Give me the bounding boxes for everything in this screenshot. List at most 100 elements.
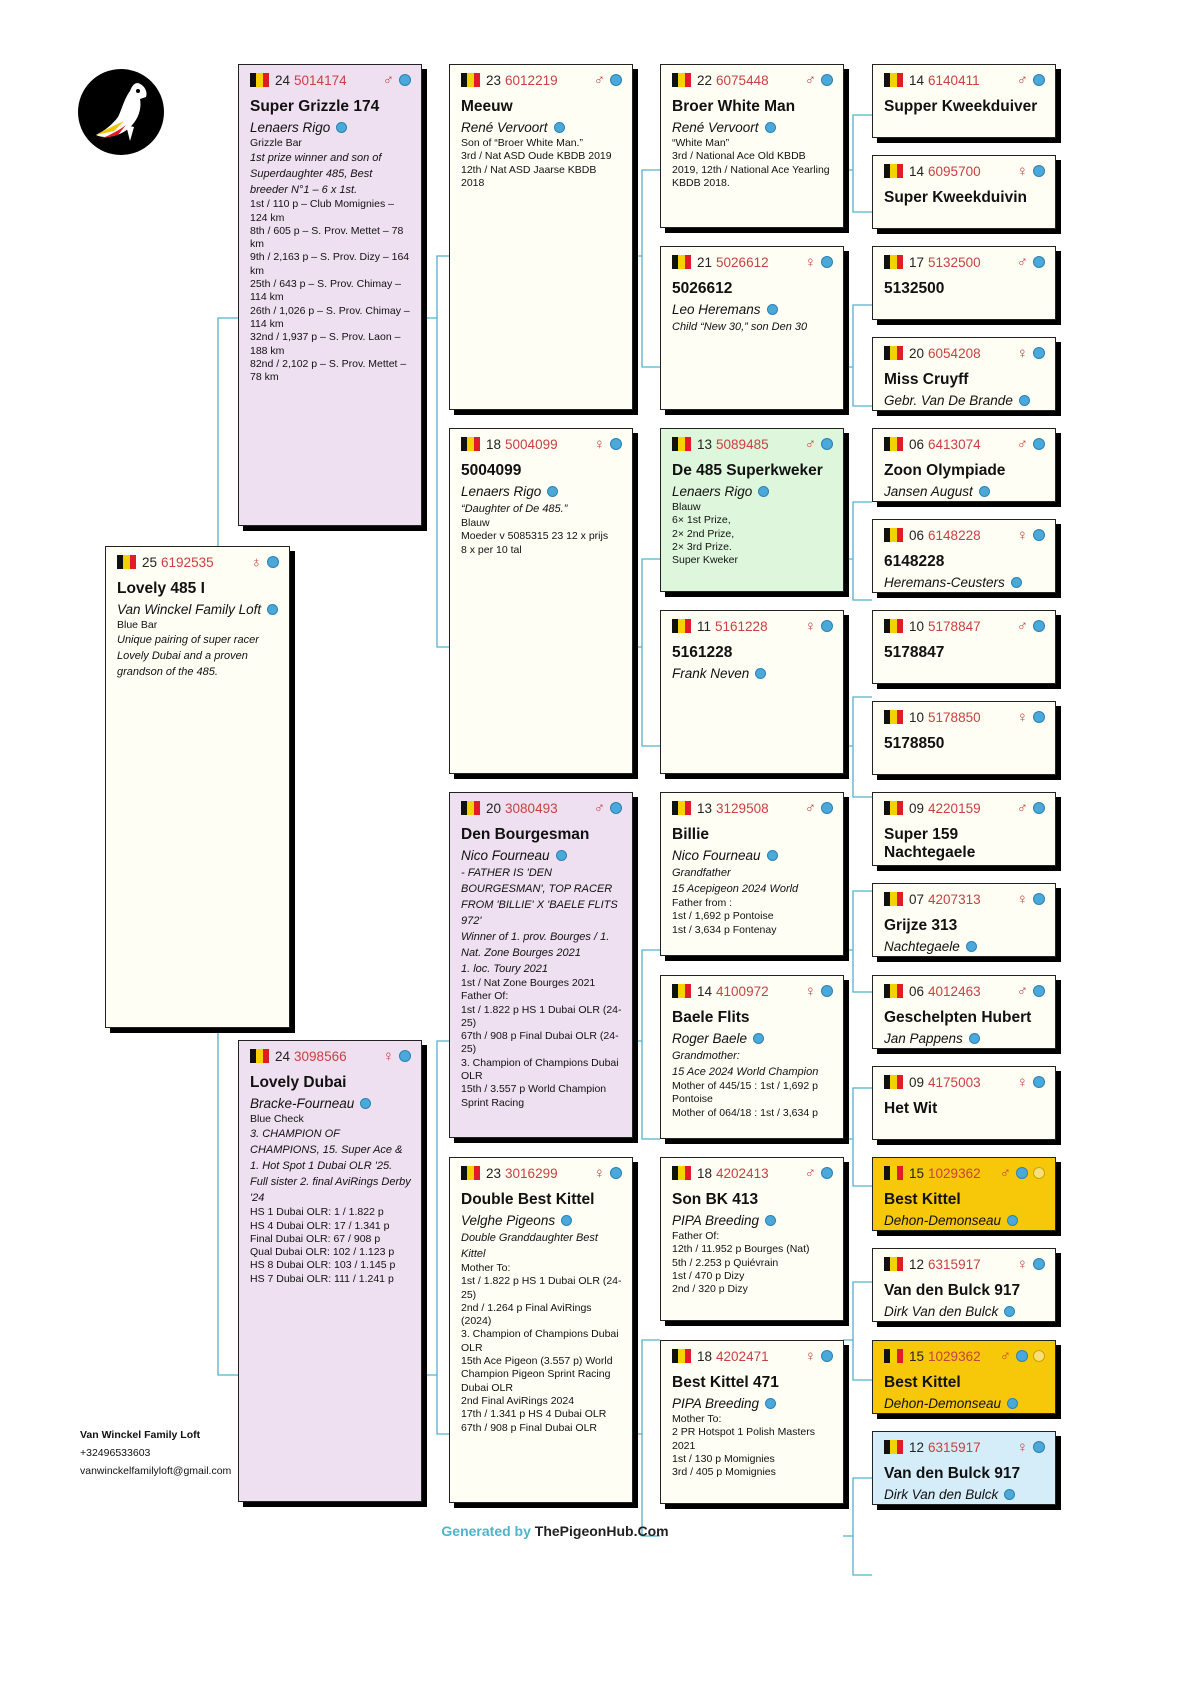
breeder-info-icon[interactable] <box>547 486 559 497</box>
breeder-name[interactable]: Leo Heremans <box>672 302 761 317</box>
breeder-name[interactable]: Lenaers Rigo <box>461 484 542 499</box>
breeder-info-icon[interactable] <box>1018 395 1030 406</box>
ring-number[interactable]: 6315917 <box>928 1256 981 1272</box>
breeder-info-icon[interactable] <box>1004 1306 1016 1317</box>
photo-icon[interactable] <box>1033 802 1045 814</box>
photo-icon[interactable] <box>1033 985 1045 997</box>
photo-icon[interactable] <box>821 620 833 632</box>
ring-number[interactable]: 5089485 <box>716 436 769 452</box>
breeder-name[interactable]: Van Winckel Family Loft <box>117 602 262 617</box>
photo-icon[interactable] <box>821 985 833 997</box>
ring-number[interactable]: 5026612 <box>716 254 769 270</box>
photo-icon[interactable] <box>1033 1441 1045 1453</box>
ring-number[interactable]: 1029362 <box>928 1165 981 1181</box>
photo-icon[interactable] <box>399 74 411 86</box>
breeder-info-icon[interactable] <box>336 122 348 133</box>
breeder-name[interactable]: Dehon-Demonseau <box>884 1213 1002 1228</box>
ring-number[interactable]: 3016299 <box>505 1165 558 1181</box>
ring-number[interactable]: 4202471 <box>716 1348 769 1364</box>
breeder-info-icon[interactable] <box>965 941 977 952</box>
photo-icon[interactable] <box>1016 1167 1028 1179</box>
ring-number[interactable]: 3129508 <box>716 800 769 816</box>
breeder-info-icon[interactable] <box>766 304 778 315</box>
photo-icon[interactable] <box>610 74 622 86</box>
breeder-name[interactable]: Lenaers Rigo <box>250 120 331 135</box>
ring-number[interactable]: 5178847 <box>928 618 981 634</box>
photo-icon[interactable] <box>1033 620 1045 632</box>
breeder-name[interactable]: Roger Baele <box>672 1031 748 1046</box>
ring-number[interactable]: 6148228 <box>928 527 981 543</box>
photo-icon[interactable] <box>1033 711 1045 723</box>
breeder-name[interactable]: Frank Neven <box>672 666 750 681</box>
ring-number[interactable]: 4175003 <box>928 1074 981 1090</box>
breeder-name[interactable]: Dehon-Demonseau <box>884 1396 1002 1411</box>
ring-number[interactable]: 3098566 <box>294 1048 347 1064</box>
breeder-info-icon[interactable] <box>1004 1489 1016 1500</box>
ring-number[interactable]: 6095700 <box>928 163 981 179</box>
photo-icon[interactable] <box>1033 1258 1045 1270</box>
breeder-info-icon[interactable] <box>755 668 767 679</box>
photo-icon[interactable] <box>1033 438 1045 450</box>
breeder-info-icon[interactable] <box>1007 1215 1019 1226</box>
breeder-name[interactable]: Nachtegaele <box>884 939 960 954</box>
photo-icon[interactable] <box>610 438 622 450</box>
ring-number[interactable]: 5004099 <box>505 436 558 452</box>
ring-number[interactable]: 4202413 <box>716 1165 769 1181</box>
photo-icon[interactable] <box>1016 1350 1028 1362</box>
breeder-name[interactable]: Dirk Van den Bulck <box>884 1304 999 1319</box>
ring-number[interactable]: 5132500 <box>928 254 981 270</box>
ring-number[interactable]: 3080493 <box>505 800 558 816</box>
breeder-name[interactable]: Bracke-Fourneau <box>250 1096 355 1111</box>
photo-icon[interactable] <box>821 438 833 450</box>
photo-icon[interactable] <box>1033 1076 1045 1088</box>
star-icon[interactable] <box>1033 1167 1045 1179</box>
breeder-info-icon[interactable] <box>765 1215 777 1226</box>
photo-icon[interactable] <box>267 556 279 568</box>
ring-number[interactable]: 6413074 <box>928 436 981 452</box>
photo-icon[interactable] <box>1033 256 1045 268</box>
photo-icon[interactable] <box>821 802 833 814</box>
breeder-name[interactable]: Velghe Pigeons <box>461 1213 556 1228</box>
breeder-info-icon[interactable] <box>555 850 567 861</box>
ring-number[interactable]: 6315917 <box>928 1439 981 1455</box>
ring-number[interactable]: 5178850 <box>928 709 981 725</box>
ring-number[interactable]: 6192535 <box>161 554 214 570</box>
breeder-info-icon[interactable] <box>753 1033 765 1044</box>
ring-number[interactable]: 5161228 <box>715 618 768 634</box>
breeder-name[interactable]: Jan Pappens <box>884 1031 963 1046</box>
ring-number[interactable]: 6075448 <box>716 72 769 88</box>
ring-number[interactable]: 4012463 <box>928 983 981 999</box>
breeder-name[interactable]: Lenaers Rigo <box>672 484 753 499</box>
breeder-info-icon[interactable] <box>766 850 778 861</box>
breeder-info-icon[interactable] <box>968 1033 980 1044</box>
ring-number[interactable]: 4220159 <box>928 800 981 816</box>
ring-number[interactable]: 4207313 <box>928 891 981 907</box>
breeder-name[interactable]: René Vervoort <box>672 120 759 135</box>
photo-icon[interactable] <box>821 74 833 86</box>
photo-icon[interactable] <box>399 1050 411 1062</box>
photo-icon[interactable] <box>1033 893 1045 905</box>
ring-number[interactable]: 6012219 <box>505 72 558 88</box>
